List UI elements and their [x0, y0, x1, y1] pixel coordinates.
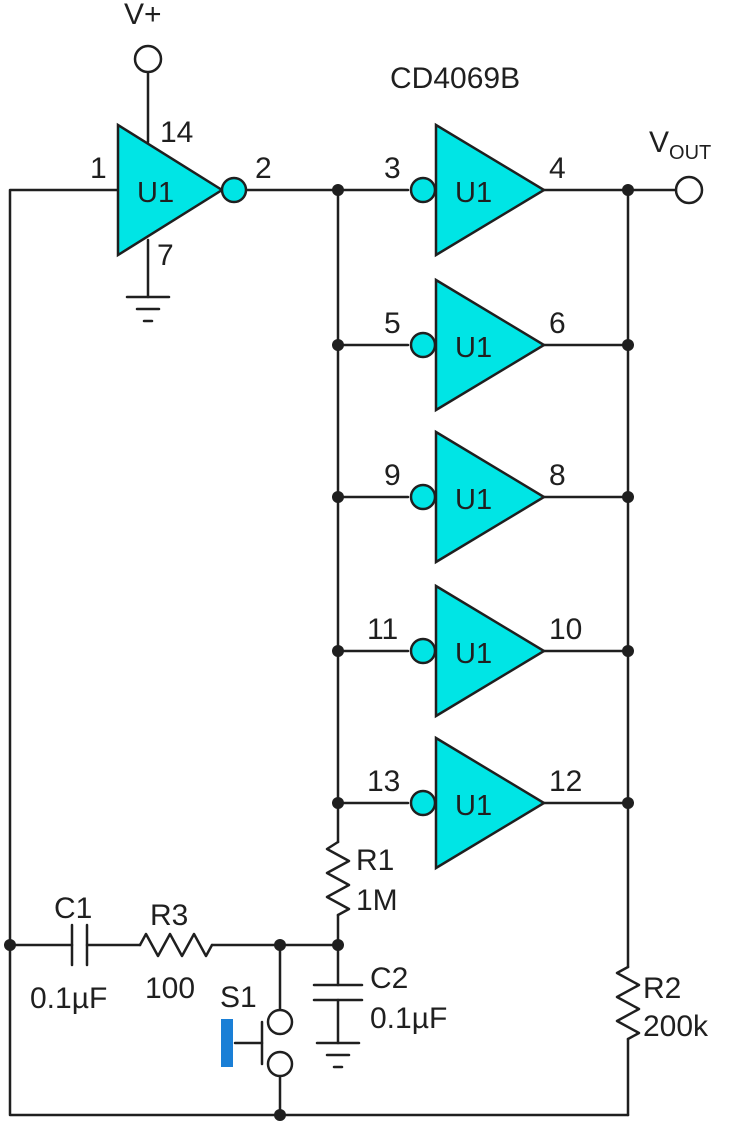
- r3-resistor: [138, 932, 214, 958]
- r3-name: R3: [150, 899, 188, 932]
- pin-14-label: 14: [160, 116, 193, 149]
- r2-value: 200k: [643, 1010, 709, 1043]
- inverter-gate-13-12: [409, 735, 547, 871]
- c1-name: C1: [54, 892, 92, 925]
- r1-value: 1M: [356, 884, 398, 917]
- inverter-gate-3-4: [409, 122, 547, 258]
- output-label: VOUT: [649, 126, 711, 164]
- pin-2-label: 2: [255, 152, 272, 185]
- pin-6-label: 6: [549, 307, 566, 340]
- gate-label-u1-e: U1: [455, 638, 492, 670]
- pin-12-label: 12: [549, 765, 582, 798]
- chip-label: CD4069B: [390, 62, 520, 95]
- supply-label: V+: [124, 0, 162, 31]
- output-terminal: [674, 175, 704, 205]
- ground-symbol-c2: [315, 1041, 361, 1069]
- inverter-gate-1-2: [116, 122, 248, 258]
- pin-8-label: 8: [549, 459, 566, 492]
- c2-value: 0.1µF: [370, 1002, 447, 1035]
- inverter-gate-9-8: [409, 429, 547, 565]
- gate-label-u1-d: U1: [455, 484, 492, 516]
- pin-11-label: 11: [367, 613, 398, 646]
- wires: [8, 70, 677, 1117]
- pin-4-label: 4: [549, 152, 566, 185]
- r2-name: R2: [643, 972, 681, 1005]
- s1-contact-bottom: [266, 1050, 294, 1078]
- pin-10-label: 10: [549, 613, 582, 646]
- pin-13-label: 13: [367, 765, 400, 798]
- inverter-gate-11-10: [409, 583, 547, 719]
- s1-pushbutton-icon: [221, 1019, 233, 1067]
- junction-dots: [4, 184, 634, 1121]
- supply-terminal: [133, 44, 163, 74]
- s1-name: S1: [220, 981, 257, 1014]
- gate-label-u1-c: U1: [455, 332, 492, 364]
- pin-7-label: 7: [157, 239, 174, 272]
- pin-9-label: 9: [384, 459, 401, 492]
- wire-input-rail: [8, 188, 120, 947]
- gate-label-u1-b: U1: [455, 177, 492, 209]
- ground-symbol-u1: [125, 295, 171, 323]
- pin-5-label: 5: [384, 307, 401, 340]
- pin-1-label: 1: [90, 152, 107, 185]
- c1-value: 0.1µF: [30, 982, 107, 1015]
- c2-name: C2: [370, 962, 408, 995]
- r1-name: R1: [356, 844, 394, 877]
- inverter-gate-5-6: [409, 277, 547, 413]
- wire-bottom-rail: [8, 943, 630, 1117]
- r3-value: 100: [145, 972, 195, 1005]
- pin-3-label: 3: [384, 152, 401, 185]
- gate-label-u1-f: U1: [455, 790, 492, 822]
- r2-resistor: [615, 965, 641, 1041]
- gate-label-u1-a: U1: [137, 177, 174, 209]
- s1-contact-top: [266, 1008, 294, 1036]
- r1-resistor: [325, 840, 351, 917]
